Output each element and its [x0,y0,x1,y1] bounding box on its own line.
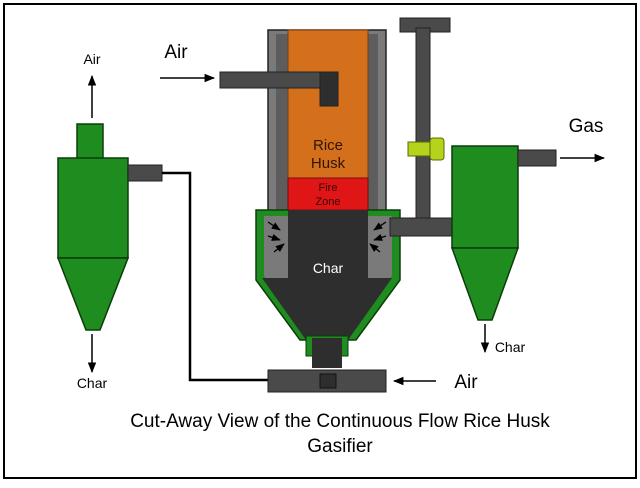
right-cyclone-body [451,145,519,249]
right-cyclone-cone [450,247,520,321]
left-cyclone-body [57,157,129,259]
left-cyclone-outlet-pipe [76,123,104,161]
label-char-left: Char [77,375,108,391]
valve-body [407,141,431,157]
label-fire: Fire [319,182,338,194]
left-cyclone-cone [56,257,130,331]
char-hopper [262,278,392,340]
reactor [255,29,401,368]
gas-outlet-pipe [517,149,557,167]
bottom-air-pipe [267,369,387,393]
char-outlet [312,338,342,368]
reactor-to-cyclone-pipe [389,217,455,237]
label-air-top-left: Air [83,51,100,67]
left-cyclone-inlet-pipe [127,164,163,182]
label-air-inlet: Air [164,42,188,63]
label-husk: Husk [311,155,346,172]
label-gas: Gas [569,116,604,137]
inner-flow-arrows [267,221,387,253]
gas-pipe-assembly [389,17,455,237]
label-char-right: Char [495,339,526,355]
char-column [288,210,368,280]
label-char-center: Char [313,260,344,276]
air-inlet-elbow [319,71,339,107]
valve-handle [429,137,445,161]
return-line [162,171,268,382]
caption-line-1: Cut-Away View of the Continuous Flow Ric… [130,411,550,432]
caption-line-2: Gasifier [307,436,373,457]
fire-zone [287,177,369,211]
air-inlet-pipe [219,71,339,107]
vertical-pipe [415,27,431,221]
label-zone: Zone [315,196,340,208]
label-rice: Rice [313,137,343,154]
bottom-pipe-port [319,373,337,389]
label-air-bottom: Air [454,372,478,393]
left-cyclone [56,123,163,331]
right-cyclone [450,145,557,321]
